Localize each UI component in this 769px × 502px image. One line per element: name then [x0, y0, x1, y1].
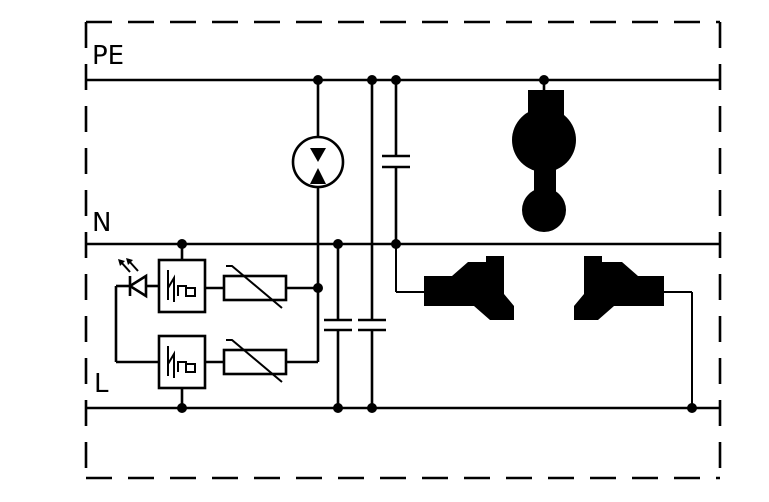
label-n: N: [92, 208, 111, 238]
junction-dots: [177, 75, 697, 413]
capacitor-pe-n: [382, 80, 410, 244]
thermal-disconnector-lower: [157, 334, 207, 408]
label-l: L: [94, 369, 109, 399]
enclosure-dashed-border: [84, 20, 722, 480]
capacitor-n-l: [324, 244, 352, 408]
label-pe: PE: [92, 41, 124, 71]
thermal-disconnector-upper: [157, 244, 207, 314]
socket-earth-pin: [512, 80, 576, 232]
socket-contact-left: [395, 244, 514, 320]
varistor-upper: [205, 265, 318, 309]
capacitor-pe-l: [358, 80, 386, 408]
status-led: [114, 258, 159, 364]
socket-contact-right: [574, 256, 693, 408]
varistor-lower: [205, 339, 318, 383]
gas-discharge-tube: [291, 80, 345, 362]
